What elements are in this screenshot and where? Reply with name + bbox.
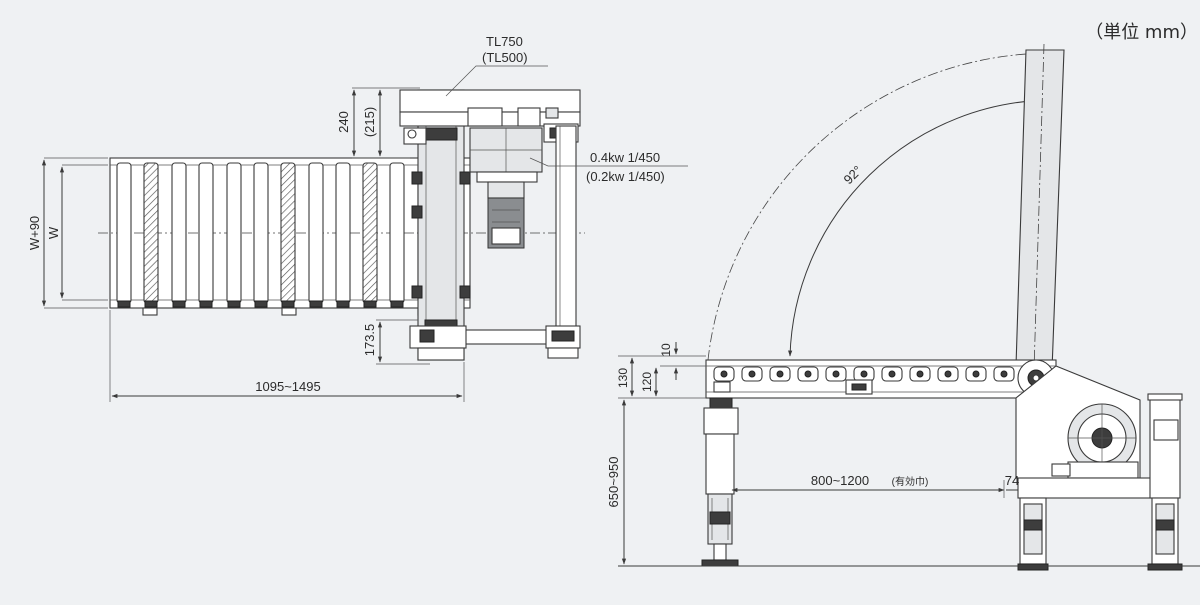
dim-offset: 173.5 — [362, 324, 377, 357]
roller — [389, 162, 405, 304]
roller — [335, 162, 351, 304]
roller — [308, 162, 324, 304]
dim-overall-width: W+90 — [27, 216, 42, 250]
unit-label: （単位 mm） — [1085, 22, 1198, 43]
frame-rollers — [713, 366, 1015, 382]
roller — [171, 162, 187, 304]
left-leg-foot — [701, 559, 739, 567]
roller — [116, 162, 132, 304]
dim-effective-note: (有効巾) — [892, 475, 929, 488]
motor-spec: 0.4kw 1/450 — [590, 150, 660, 165]
side-view: 92° — [606, 43, 1200, 571]
motor-leader — [529, 157, 688, 167]
swing-arc — [707, 53, 1027, 361]
model-label: TL750 — [486, 34, 523, 49]
raised-conveyor — [1015, 49, 1065, 371]
left-leg — [705, 433, 735, 495]
roller-hatched — [143, 162, 159, 304]
right-base-beam — [1017, 477, 1153, 499]
roller-hatched — [280, 162, 296, 304]
model-leader — [445, 65, 548, 97]
model-label-alt: (TL500) — [482, 50, 528, 65]
dim-effective-width: 800~1200 — [811, 473, 869, 488]
dim-frame-depth: 240 — [336, 111, 351, 133]
dim-height-alt: 120 — [640, 372, 654, 392]
leg-bracket — [709, 397, 733, 409]
roller — [198, 162, 214, 304]
plan-view: W+90 W 240 (215) 173.5 1095~1495 TL750 (… — [27, 34, 688, 402]
dim-length: 1095~1495 — [255, 379, 320, 394]
dim-frame-depth-alt: (215) — [362, 107, 377, 137]
dim-gap: 74 — [1005, 473, 1019, 488]
motor-spec-alt: (0.2kw 1/450) — [586, 169, 665, 184]
roller — [253, 162, 269, 304]
roller-hatched — [362, 162, 378, 304]
dim-height: 130 — [616, 368, 630, 388]
angle-arc — [788, 97, 1053, 357]
dim-width: W — [46, 226, 61, 239]
dim-flange: 10 — [659, 343, 673, 357]
right-frame — [555, 125, 577, 335]
dim-total-height: 650~950 — [606, 457, 621, 508]
roller — [226, 162, 242, 304]
